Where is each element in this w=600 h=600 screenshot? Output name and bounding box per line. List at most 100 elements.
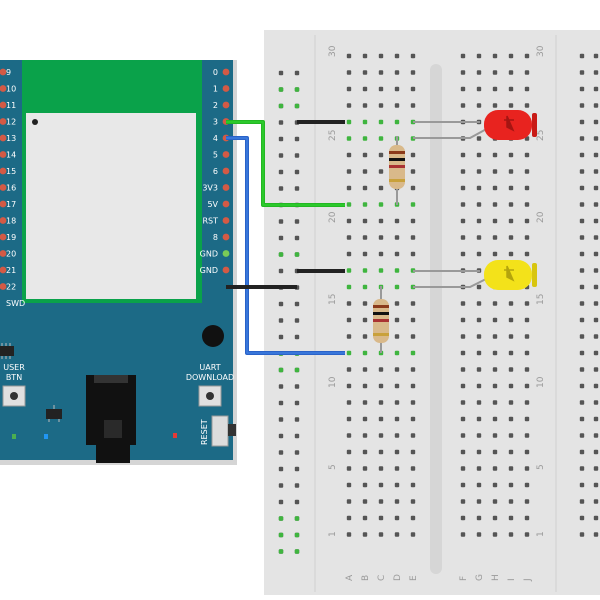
breadboard-hole[interactable] bbox=[476, 400, 482, 405]
breadboard-hole[interactable] bbox=[394, 416, 400, 422]
breadboard-hole[interactable] bbox=[278, 516, 284, 521]
breadboard-hole[interactable] bbox=[362, 350, 368, 356]
breadboard-hole[interactable] bbox=[492, 400, 498, 405]
breadboard-hole[interactable] bbox=[410, 317, 416, 323]
breadboard-hole[interactable] bbox=[346, 449, 352, 455]
breadboard-hole[interactable] bbox=[492, 317, 498, 323]
breadboard-hole[interactable] bbox=[294, 549, 300, 554]
breadboard-hole[interactable] bbox=[378, 136, 384, 141]
breadboard-hole[interactable] bbox=[394, 334, 400, 339]
breadboard-hole[interactable] bbox=[294, 153, 300, 158]
breadboard-hole[interactable] bbox=[394, 482, 400, 488]
breadboard-hole[interactable] bbox=[410, 482, 416, 488]
breadboard-hole[interactable] bbox=[378, 218, 384, 224]
breadboard-hole[interactable] bbox=[593, 152, 599, 158]
breadboard-hole[interactable] bbox=[524, 515, 530, 521]
breadboard-hole[interactable] bbox=[362, 218, 368, 224]
breadboard-hole[interactable] bbox=[346, 416, 352, 422]
breadboard-hole[interactable] bbox=[579, 416, 585, 422]
breadboard-hole[interactable] bbox=[508, 367, 514, 372]
breadboard-hole[interactable] bbox=[524, 532, 530, 537]
breadboard-hole[interactable] bbox=[410, 202, 416, 207]
breadboard-hole[interactable] bbox=[460, 301, 466, 306]
breadboard-hole[interactable] bbox=[346, 152, 352, 158]
breadboard-hole[interactable] bbox=[476, 367, 482, 372]
breadboard-hole[interactable] bbox=[294, 384, 300, 389]
breadboard-hole[interactable] bbox=[579, 152, 585, 158]
breadboard-hole[interactable] bbox=[460, 334, 466, 339]
breadboard-hole[interactable] bbox=[362, 185, 368, 191]
breadboard-hole[interactable] bbox=[294, 466, 300, 472]
pin-header-hole[interactable] bbox=[222, 101, 230, 109]
breadboard-hole[interactable] bbox=[476, 136, 482, 141]
breadboard-hole[interactable] bbox=[524, 367, 530, 372]
breadboard-hole[interactable] bbox=[593, 449, 599, 455]
breadboard-hole[interactable] bbox=[476, 317, 482, 323]
breadboard-hole[interactable] bbox=[492, 251, 498, 257]
breadboard-hole[interactable] bbox=[362, 119, 368, 125]
breadboard-hole[interactable] bbox=[476, 482, 482, 488]
breadboard-hole[interactable] bbox=[476, 416, 482, 422]
breadboard-hole[interactable] bbox=[362, 235, 368, 240]
breadboard-hole[interactable] bbox=[278, 153, 284, 158]
breadboard-hole[interactable] bbox=[346, 301, 352, 306]
breadboard-hole[interactable] bbox=[410, 301, 416, 306]
breadboard-hole[interactable] bbox=[593, 185, 599, 191]
breadboard-hole[interactable] bbox=[476, 350, 482, 356]
breadboard-hole[interactable] bbox=[593, 86, 599, 92]
breadboard-hole[interactable] bbox=[362, 499, 368, 504]
breadboard-hole[interactable] bbox=[378, 383, 384, 389]
breadboard-hole[interactable] bbox=[524, 350, 530, 356]
breadboard-hole[interactable] bbox=[378, 202, 384, 207]
breadboard-hole[interactable] bbox=[492, 532, 498, 537]
breadboard-hole[interactable] bbox=[278, 400, 284, 406]
breadboard-hole[interactable] bbox=[378, 70, 384, 75]
breadboard-hole[interactable] bbox=[278, 70, 284, 76]
breadboard-hole[interactable] bbox=[579, 284, 585, 290]
breadboard-hole[interactable] bbox=[508, 515, 514, 521]
breadboard-hole[interactable] bbox=[278, 235, 284, 241]
breadboard-hole[interactable] bbox=[294, 252, 300, 257]
breadboard-hole[interactable] bbox=[508, 235, 514, 240]
breadboard-hole[interactable] bbox=[460, 152, 466, 158]
breadboard-hole[interactable] bbox=[508, 218, 514, 224]
breadboard-hole[interactable] bbox=[593, 466, 599, 471]
breadboard-hole[interactable] bbox=[346, 185, 352, 191]
breadboard-hole[interactable] bbox=[346, 268, 352, 273]
breadboard-hole[interactable] bbox=[524, 334, 530, 339]
breadboard-hole[interactable] bbox=[460, 86, 466, 92]
breadboard-hole[interactable] bbox=[378, 482, 384, 488]
breadboard-hole[interactable] bbox=[362, 251, 368, 257]
breadboard-hole[interactable] bbox=[278, 450, 284, 455]
breadboard-hole[interactable] bbox=[278, 334, 284, 340]
breadboard-hole[interactable] bbox=[378, 152, 384, 158]
breadboard-hole[interactable] bbox=[508, 70, 514, 75]
breadboard-hole[interactable] bbox=[524, 86, 530, 92]
breadboard-hole[interactable] bbox=[362, 334, 368, 339]
breadboard-hole[interactable] bbox=[524, 301, 530, 306]
breadboard-hole[interactable] bbox=[476, 70, 482, 75]
breadboard-hole[interactable] bbox=[593, 119, 599, 125]
breadboard-hole[interactable] bbox=[346, 482, 352, 488]
breadboard-hole[interactable] bbox=[394, 515, 400, 521]
breadboard-hole[interactable] bbox=[476, 383, 482, 389]
breadboard-hole[interactable] bbox=[410, 235, 416, 240]
breadboard-hole[interactable] bbox=[278, 87, 284, 92]
breadboard-hole[interactable] bbox=[476, 235, 482, 240]
breadboard-hole[interactable] bbox=[346, 383, 352, 389]
breadboard-hole[interactable] bbox=[492, 416, 498, 422]
breadboard-hole[interactable] bbox=[492, 152, 498, 158]
breadboard-hole[interactable] bbox=[378, 119, 384, 125]
breadboard-hole[interactable] bbox=[378, 185, 384, 191]
breadboard-hole[interactable] bbox=[410, 350, 416, 356]
breadboard-hole[interactable] bbox=[460, 433, 466, 438]
breadboard-hole[interactable] bbox=[508, 169, 514, 174]
breadboard-hole[interactable] bbox=[294, 367, 300, 373]
breadboard-hole[interactable] bbox=[476, 152, 482, 158]
breadboard-hole[interactable] bbox=[362, 301, 368, 306]
breadboard-hole[interactable] bbox=[524, 235, 530, 240]
breadboard-hole[interactable] bbox=[362, 383, 368, 389]
breadboard-hole[interactable] bbox=[579, 86, 585, 92]
breadboard-hole[interactable] bbox=[346, 433, 352, 438]
breadboard-hole[interactable] bbox=[378, 103, 384, 108]
